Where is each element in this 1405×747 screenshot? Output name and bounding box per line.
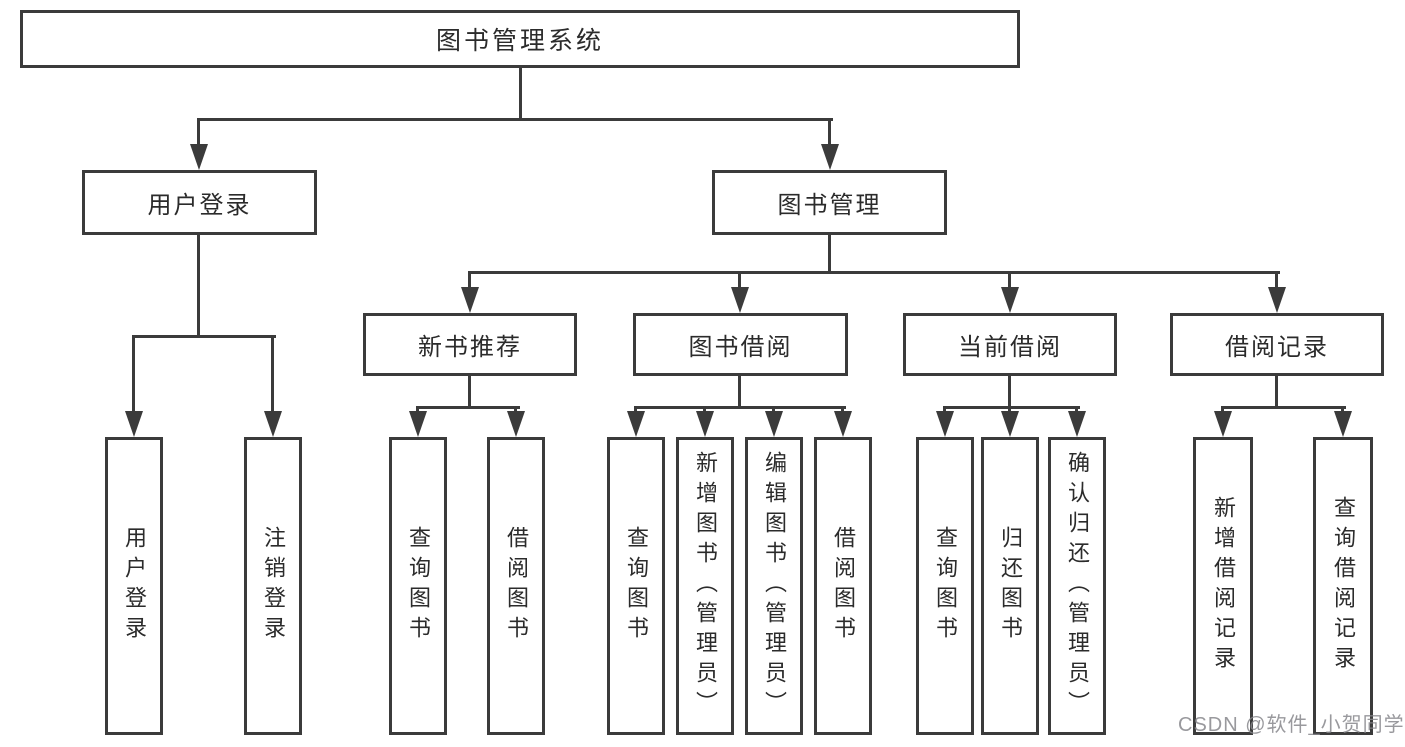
connector-book-management-stem xyxy=(828,235,831,274)
leaf-edit-books-admin: 编辑图书（管理员） xyxy=(745,437,803,735)
leaf-return-books-label: 归还图书 xyxy=(998,526,1023,646)
leaf-query-borrow-record-label: 查询借阅记录 xyxy=(1331,496,1356,676)
node-user-login: 用户登录 xyxy=(82,170,317,235)
leaf-confirm-return-admin: 确认归还（管理员） xyxy=(1048,437,1106,735)
arrow-down-icon xyxy=(507,411,525,437)
node-current-borrow-label: 当前借阅 xyxy=(958,334,1062,361)
leaf-add-borrow-record: 新增借阅记录 xyxy=(1193,437,1253,735)
arrow-shaft xyxy=(772,406,775,415)
connector-new-book-recommend-hline xyxy=(416,406,520,409)
connector-level2-hline xyxy=(197,118,833,121)
arrow-shaft xyxy=(1008,406,1011,415)
arrow-shaft-borrow-records xyxy=(1275,271,1278,289)
leaf-user-login-label: 用户登录 xyxy=(122,526,147,646)
arrow-shaft xyxy=(943,406,946,415)
arrow-down-icon xyxy=(1268,287,1286,313)
arrow-shaft xyxy=(1341,406,1344,415)
arrow-down-icon xyxy=(696,411,714,437)
leaf-query-borrow-record: 查询借阅记录 xyxy=(1313,437,1373,735)
node-user-login-label: 用户登录 xyxy=(147,192,252,219)
arrow-shaft-user-login xyxy=(197,118,200,146)
leaf-query-books-recommend-label: 查询图书 xyxy=(406,526,431,646)
node-root-label: 图书管理系统 xyxy=(435,27,604,55)
arrow-down-icon xyxy=(1334,411,1352,437)
arrow-down-icon xyxy=(1001,411,1019,437)
node-new-book-recommend-label: 新书推荐 xyxy=(418,334,522,361)
arrow-shaft-leaf-logout xyxy=(271,335,274,413)
arrow-shaft xyxy=(1075,406,1078,415)
arrow-down-icon xyxy=(834,411,852,437)
arrow-shaft-book-borrow xyxy=(738,271,741,289)
node-borrow-records-label: 借阅记录 xyxy=(1225,334,1329,361)
node-borrow-records: 借阅记录 xyxy=(1170,313,1384,376)
connector-book-borrow-stem xyxy=(738,376,741,409)
arrow-down-icon xyxy=(190,144,208,170)
leaf-add-books-admin-label: 新增图书（管理员） xyxy=(693,451,718,721)
arrow-down-icon xyxy=(1001,287,1019,313)
leaf-query-books-current-label: 查询图书 xyxy=(933,526,958,646)
arrow-down-icon xyxy=(409,411,427,437)
node-root: 图书管理系统 xyxy=(20,10,1020,68)
arrow-shaft-leaf-user-login xyxy=(132,335,135,413)
node-book-management: 图书管理 xyxy=(712,170,947,235)
leaf-borrow-books-recommend: 借阅图书 xyxy=(487,437,545,735)
leaf-query-books-borrow: 查询图书 xyxy=(607,437,665,735)
arrow-down-icon xyxy=(264,411,282,437)
leaf-borrow-books: 借阅图书 xyxy=(814,437,872,735)
arrow-shaft-book-management xyxy=(828,118,831,146)
arrow-shaft xyxy=(416,406,419,415)
node-book-borrow-label: 图书借阅 xyxy=(688,334,793,361)
arrow-shaft xyxy=(634,406,637,415)
node-book-borrow: 图书借阅 xyxy=(633,313,848,376)
connector-user-login-stem xyxy=(197,235,200,338)
node-current-borrow: 当前借阅 xyxy=(903,313,1117,376)
arrow-shaft xyxy=(703,406,706,415)
leaf-logout: 注销登录 xyxy=(244,437,302,735)
arrow-down-icon xyxy=(821,144,839,170)
leaf-borrow-books-label: 借阅图书 xyxy=(831,526,856,646)
connector-book-borrow-hline xyxy=(634,406,846,409)
leaf-query-books-borrow-label: 查询图书 xyxy=(624,526,649,646)
connector-current-borrow-hline xyxy=(943,406,1080,409)
connector-new-book-recommend-stem xyxy=(468,376,471,409)
arrow-shaft xyxy=(514,406,517,415)
arrow-down-icon xyxy=(125,411,143,437)
connector-root-stem xyxy=(519,68,522,121)
node-book-management-label: 图书管理 xyxy=(777,192,882,219)
leaf-query-books-current: 查询图书 xyxy=(916,437,974,735)
watermark: CSDN @软件_小贺同学 xyxy=(1178,714,1405,736)
connector-borrow-records-stem xyxy=(1275,376,1278,409)
connector-borrow-records-hline xyxy=(1221,406,1346,409)
node-new-book-recommend: 新书推荐 xyxy=(363,313,577,376)
connector-level3-hline xyxy=(468,271,1280,274)
leaf-user-login: 用户登录 xyxy=(105,437,163,735)
leaf-edit-books-admin-label: 编辑图书（管理员） xyxy=(762,451,787,721)
leaf-add-borrow-record-label: 新增借阅记录 xyxy=(1211,496,1236,676)
arrow-down-icon xyxy=(936,411,954,437)
arrow-shaft xyxy=(1221,406,1224,415)
arrow-down-icon xyxy=(627,411,645,437)
arrow-shaft xyxy=(841,406,844,415)
arrow-down-icon xyxy=(1068,411,1086,437)
connector-current-borrow-stem xyxy=(1008,376,1011,409)
leaf-query-books-recommend: 查询图书 xyxy=(389,437,447,735)
connector-user-login-hline xyxy=(132,335,276,338)
leaf-add-books-admin: 新增图书（管理员） xyxy=(676,437,734,735)
leaf-logout-label: 注销登录 xyxy=(261,526,286,646)
arrow-down-icon xyxy=(1214,411,1232,437)
leaf-confirm-return-admin-label: 确认归还（管理员） xyxy=(1065,451,1090,721)
arrow-shaft-current-borrow xyxy=(1008,271,1011,289)
arrow-shaft-new-book-recommend xyxy=(468,271,471,289)
leaf-return-books: 归还图书 xyxy=(981,437,1039,735)
arrow-down-icon xyxy=(461,287,479,313)
leaf-borrow-books-recommend-label: 借阅图书 xyxy=(504,526,529,646)
arrow-down-icon xyxy=(731,287,749,313)
arrow-down-icon xyxy=(765,411,783,437)
